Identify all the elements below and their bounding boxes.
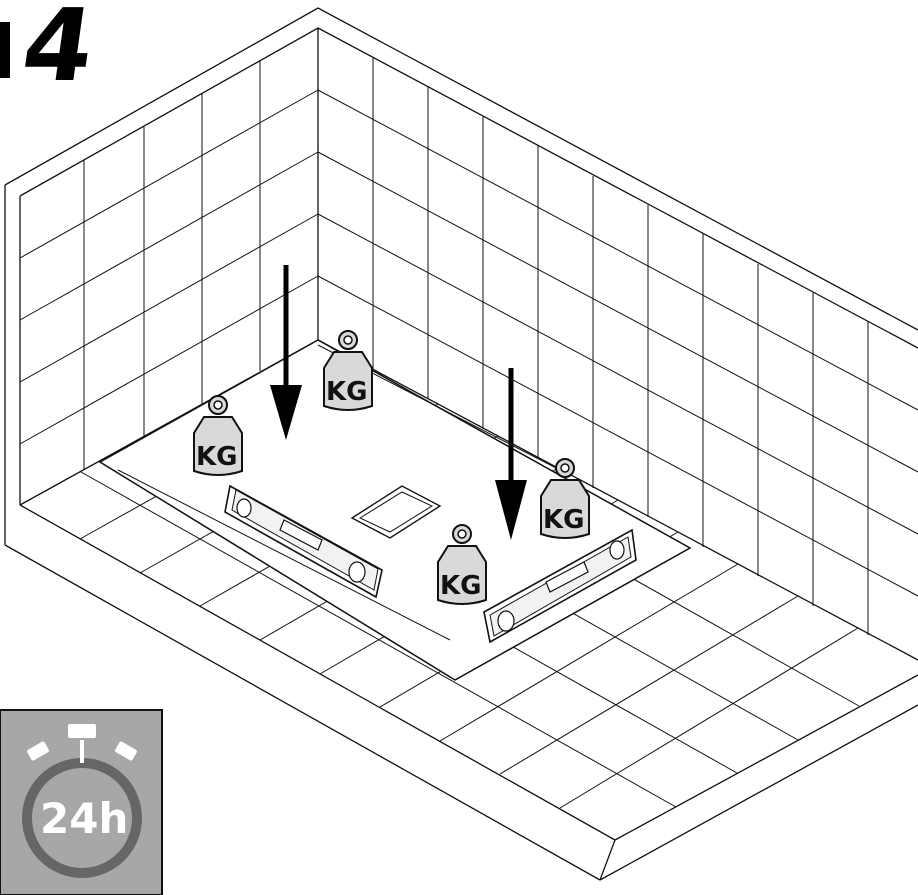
timer-label: 24h [40, 794, 128, 843]
floor-outer-edge-right [600, 705, 918, 880]
weight-label: KG [326, 377, 368, 407]
wall-top-edge [5, 8, 918, 330]
stopwatch-icon: 24h [0, 710, 162, 895]
step-indicator: 4 [0, 0, 101, 104]
wall-inner-edge [20, 28, 918, 348]
weight-label: KG [543, 505, 585, 535]
weight-icon: KG [324, 331, 372, 410]
floor-thickness [600, 840, 615, 880]
step-bar [0, 22, 10, 78]
weight-label: KG [440, 571, 482, 601]
step-number: 4 [15, 0, 101, 104]
weight-label: KG [196, 442, 238, 472]
floor-right-edge [615, 675, 918, 840]
